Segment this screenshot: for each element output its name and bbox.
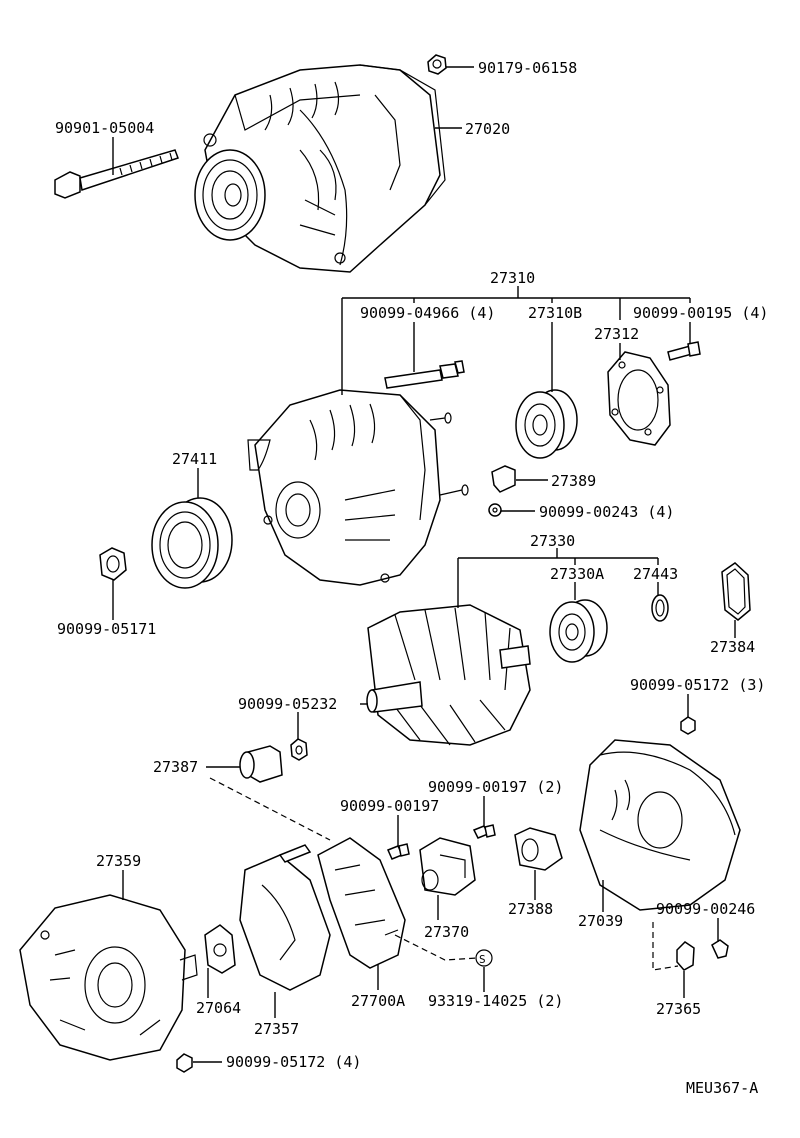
label-end-frame: 27359 xyxy=(96,852,141,870)
label-screw-00197-2: 90099-00197 (2) xyxy=(428,778,563,796)
label-plate-27064: 27064 xyxy=(196,999,241,1017)
bearing-cover-27443-drawing xyxy=(651,594,669,622)
label-rectifier: 27700A xyxy=(351,992,405,1010)
dashed-lines xyxy=(209,777,679,971)
pulley-nut-drawing xyxy=(99,547,127,581)
regulator-27370-drawing xyxy=(419,837,476,896)
leader-lines xyxy=(112,66,736,1063)
terminal-27365-drawing xyxy=(676,941,695,971)
plate-27064-drawing xyxy=(204,924,236,974)
screw-00197-drawing xyxy=(386,843,410,860)
insulator-27387-drawing xyxy=(239,745,283,783)
label-bearing-27310b: 27310B xyxy=(528,304,582,322)
label-nut-05232: 90099-05232 xyxy=(238,695,337,713)
bolt-top-drawing xyxy=(54,149,179,199)
label-nut-top: 90179-06158 xyxy=(478,59,577,77)
label-frame-assy: 27310 xyxy=(490,269,535,287)
nut-top-drawing xyxy=(427,54,447,75)
label-rotor-assy: 27330 xyxy=(530,532,575,550)
nut-05232-drawing xyxy=(290,738,308,761)
screw-04966-drawing xyxy=(384,360,465,389)
s-mark-drawing xyxy=(475,949,493,967)
rotor-27330-drawing xyxy=(366,604,531,746)
screw-00246-drawing xyxy=(711,939,729,959)
screw-00243-drawing xyxy=(488,503,502,517)
label-insulator-27387: 27387 xyxy=(153,758,198,776)
label-regulator: 27370 xyxy=(424,923,469,941)
drawing-code: MEU367-A xyxy=(686,1079,758,1097)
label-screw-00195: 90099-00195 (4) xyxy=(633,304,768,322)
bearing-27310b-drawing xyxy=(515,389,578,459)
retainer-27312-drawing xyxy=(607,351,671,446)
label-rectifier-holder: 27357 xyxy=(254,1020,299,1038)
label-bearing-cover: 27443 xyxy=(633,565,678,583)
label-bearing-27330a: 27330A xyxy=(550,565,604,583)
label-pulley: 27411 xyxy=(172,450,217,468)
screw-00195-drawing xyxy=(667,341,701,361)
label-bolt-top: 90901-05004 xyxy=(55,119,154,137)
rear-cover-27039-drawing xyxy=(579,739,741,911)
alternator-assembly-drawing xyxy=(194,64,446,273)
label-screw-00243: 90099-00243 (4) xyxy=(539,503,674,521)
label-gasket-27384: 27384 xyxy=(710,638,755,656)
brush-holder-27388-drawing xyxy=(514,827,563,871)
label-screw-00246: 90099-00246 xyxy=(656,900,755,918)
label-retainer: 27312 xyxy=(594,325,639,343)
bearing-27330a-drawing xyxy=(549,599,608,663)
drive-end-frame-drawing xyxy=(247,389,469,586)
label-nut-05172-3: 90099-05172 (3) xyxy=(630,676,765,694)
label-terminal-27365: 27365 xyxy=(656,1000,701,1018)
gasket-27384-drawing xyxy=(721,562,751,621)
label-screw-04966: 90099-04966 (4) xyxy=(360,304,495,322)
nut-05172-4-drawing xyxy=(176,1053,193,1073)
label-s-mark: S xyxy=(479,953,486,966)
label-alternator-assy: 27020 xyxy=(465,120,510,138)
pulley-27411-drawing xyxy=(151,497,233,589)
label-clip-27389: 27389 xyxy=(551,472,596,490)
label-screw-00197: 90099-00197 xyxy=(340,797,439,815)
rectifier-holder-27357-drawing xyxy=(239,844,331,991)
label-rear-cover: 27039 xyxy=(578,912,623,930)
label-screw-14025: 93319-14025 (2) xyxy=(428,992,563,1010)
clip-27389-drawing xyxy=(491,465,516,493)
nut-05172-3-drawing xyxy=(680,716,696,735)
part-labels: 90179-06158 90901-05004 27020 27310 9009… xyxy=(55,59,768,1097)
label-pulley-nut: 90099-05171 xyxy=(57,620,156,638)
label-brush-holder: 27388 xyxy=(508,900,553,918)
label-nut-05172-4: 90099-05172 (4) xyxy=(226,1053,361,1071)
rectifier-27700a-drawing xyxy=(317,837,406,969)
screw-00197-2-drawing xyxy=(472,824,496,839)
end-frame-27359-drawing xyxy=(19,894,198,1061)
